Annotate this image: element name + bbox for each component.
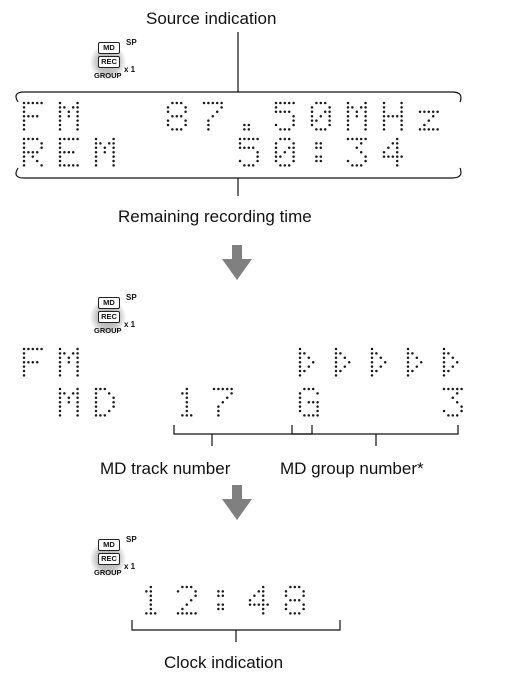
x1-tag: x 1 xyxy=(124,562,136,571)
rec-tag: REC xyxy=(98,56,120,68)
display2-track-number xyxy=(181,387,233,417)
down-arrow-icon xyxy=(222,485,252,520)
md-tag: MD xyxy=(98,297,120,309)
display2-row1-symbols xyxy=(298,347,459,377)
down-arrow-icon xyxy=(222,245,252,280)
md-tag: MD xyxy=(98,42,120,54)
sp-tag: SP xyxy=(126,293,137,302)
display1-row2 xyxy=(22,137,403,167)
display2-row2-md xyxy=(58,387,115,417)
x1-tag: x 1 xyxy=(124,320,136,329)
rec-tag: REC xyxy=(98,311,120,323)
md-rec-indicator-1: MD REC GROUP SP x 1 xyxy=(86,38,156,84)
sp-tag: SP xyxy=(126,535,137,544)
display2-group-number xyxy=(298,387,463,417)
sp-tag: SP xyxy=(126,38,137,47)
display2-row1-fm xyxy=(22,347,79,377)
display1-row1 xyxy=(22,101,439,131)
md-tag: MD xyxy=(98,539,120,551)
clock-indication-label: Clock indication xyxy=(164,653,284,672)
group-tag: GROUP xyxy=(94,326,122,335)
group-tag: GROUP xyxy=(94,71,122,80)
md-rec-indicator-2: MD REC GROUP SP x 1 xyxy=(86,293,156,339)
md-rec-indicator-3: MD REC GROUP SP x 1 xyxy=(86,535,156,581)
remaining-recording-time-label: Remaining recording time xyxy=(118,207,312,226)
x1-tag: x 1 xyxy=(124,65,136,74)
rec-tag: REC xyxy=(98,553,120,565)
display3-clock xyxy=(145,585,305,615)
md-group-number-label: MD group number* xyxy=(280,459,424,478)
group-tag: GROUP xyxy=(94,568,122,577)
md-track-number-label: MD track number xyxy=(100,459,231,478)
source-indication-label: Source indication xyxy=(146,9,277,28)
